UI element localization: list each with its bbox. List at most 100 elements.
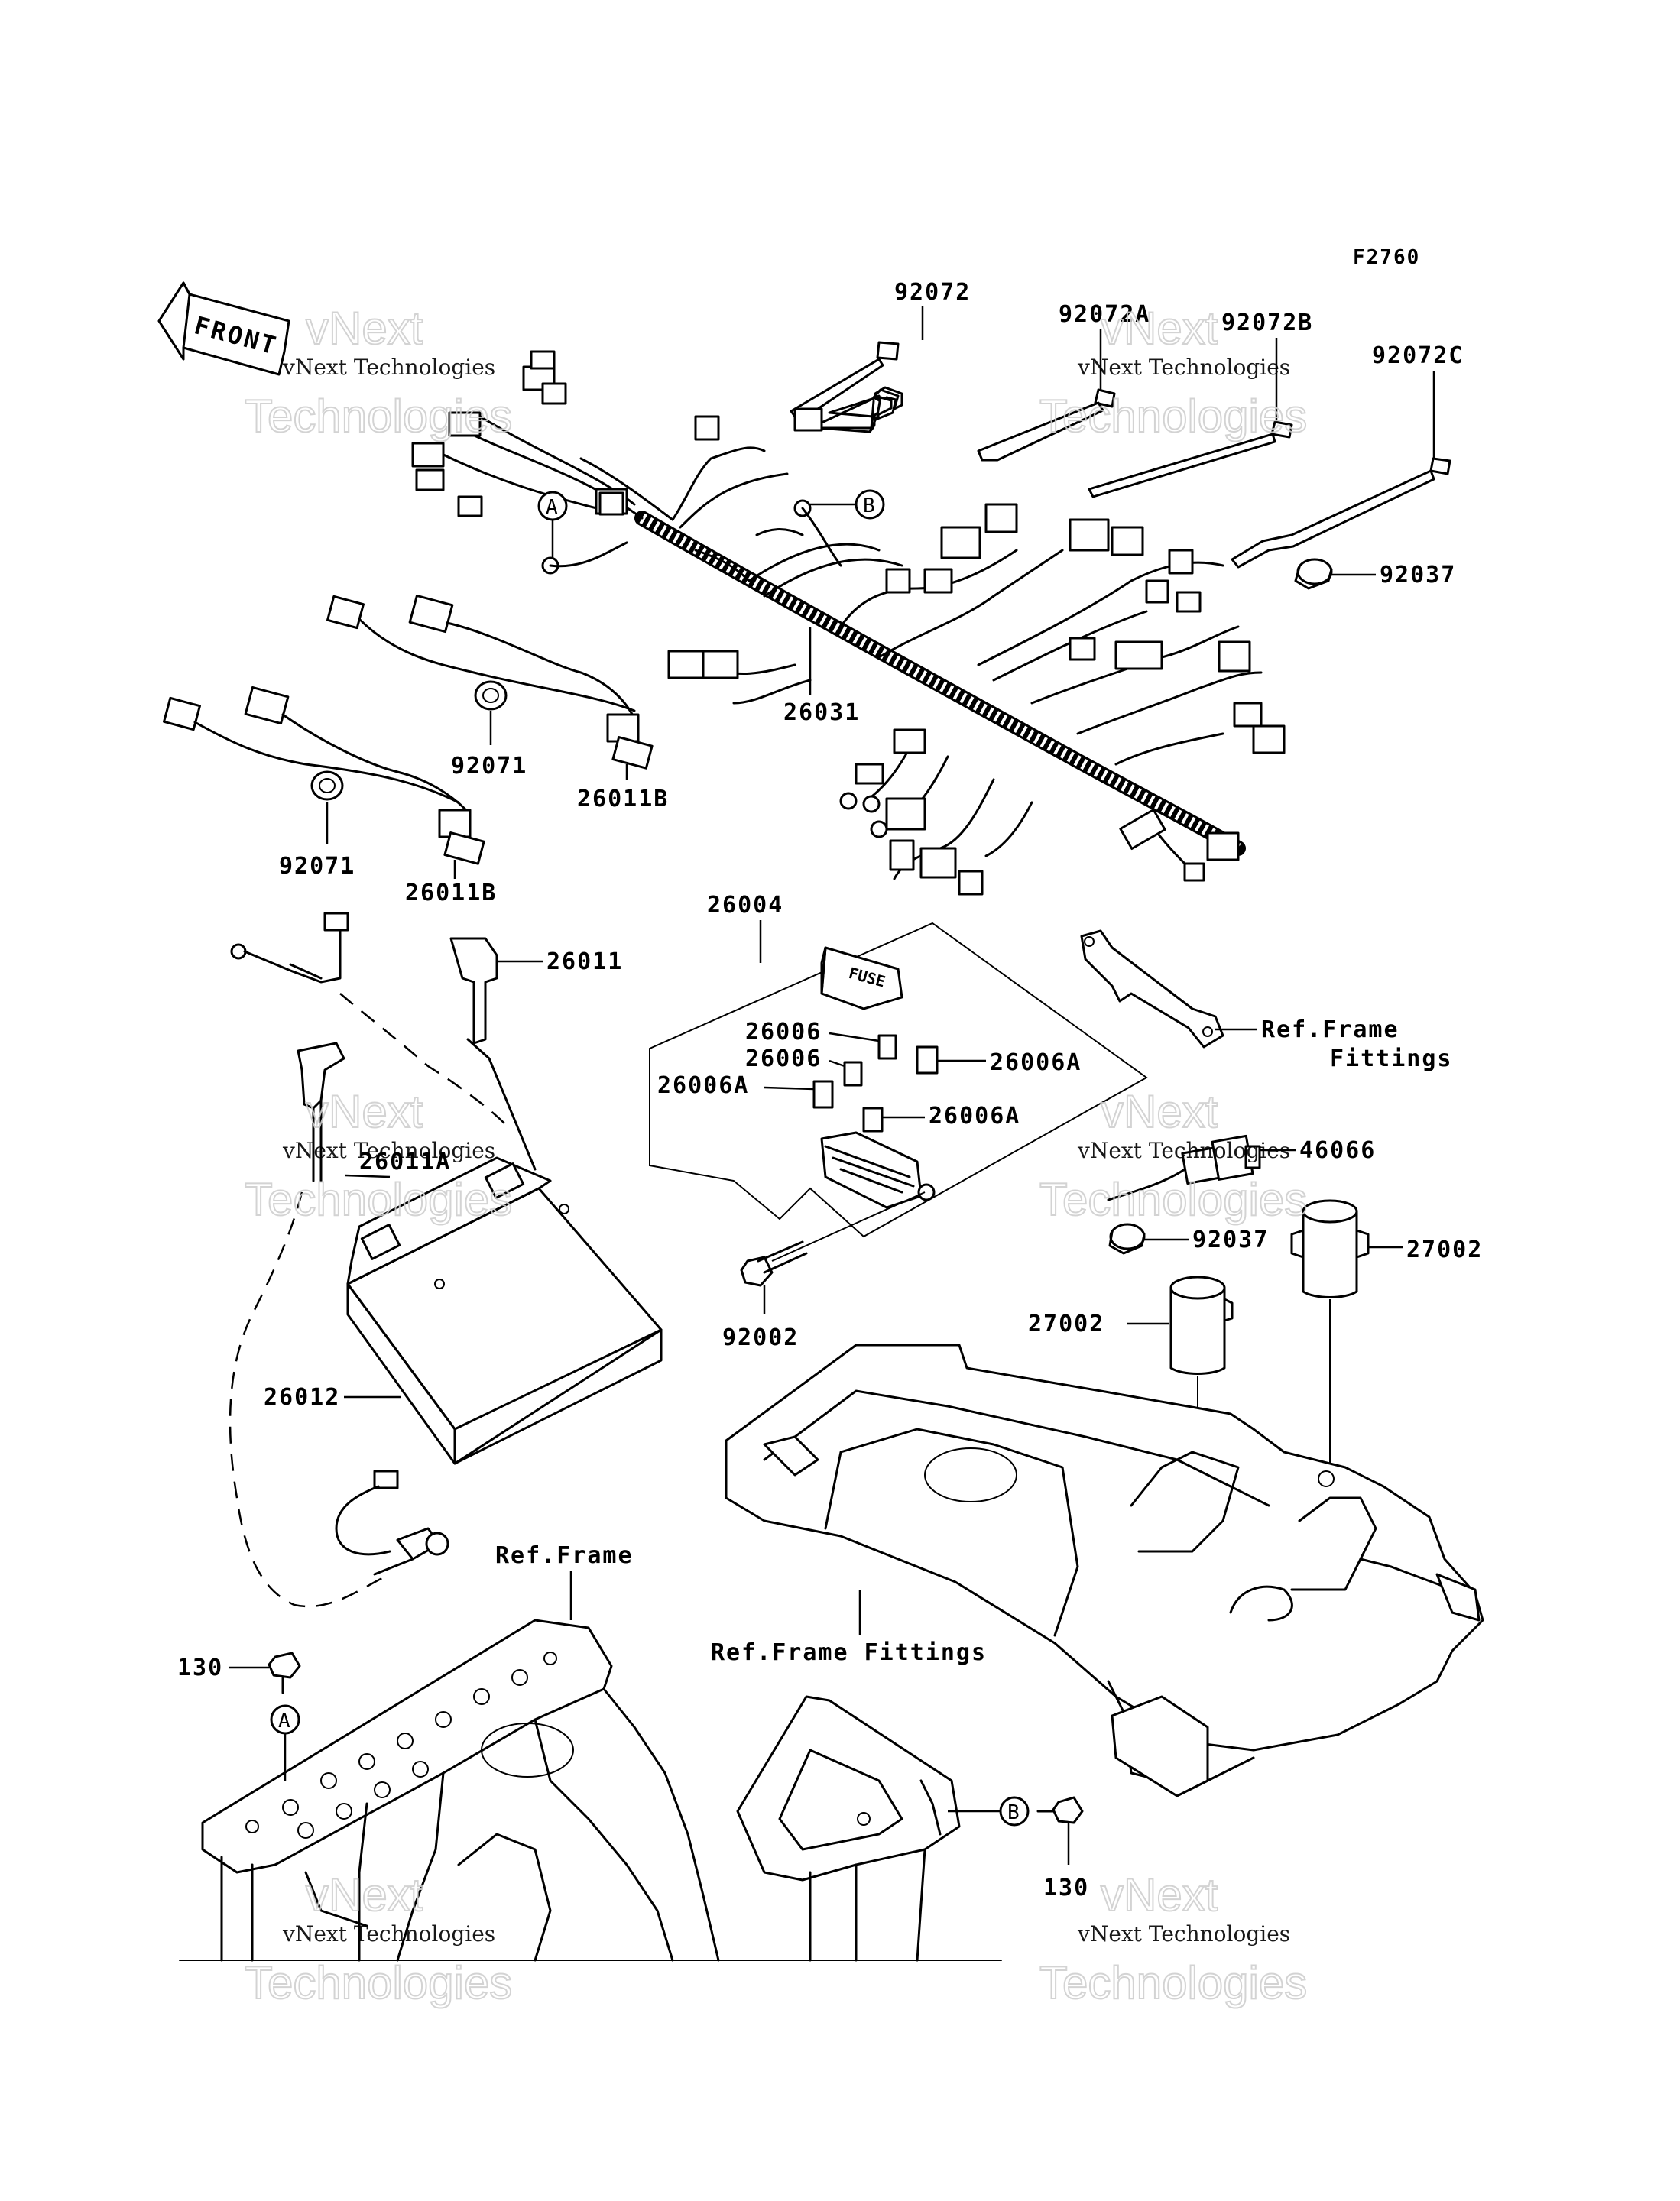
svg-text:Technologies: Technologies (1039, 391, 1307, 442)
svg-text:Technologies: Technologies (1039, 1174, 1307, 1225)
leader-26006-b (829, 1059, 845, 1068)
label-26006A-a: 26006A (990, 1049, 1082, 1076)
svg-text:vNext: vNext (306, 1086, 423, 1137)
label-ref-frame-fittings-1: Ref.Frame (1261, 1016, 1399, 1043)
svg-text:vNext Technologies: vNext Technologies (282, 1921, 495, 1947)
sub-harness-26011B-lower (163, 686, 485, 865)
svg-text:vNext: vNext (1101, 1086, 1218, 1137)
watermark-top-left: vNext vNext Technologies Technologies (244, 302, 513, 442)
battery-cable-26011 (449, 937, 537, 1171)
watermark-top-right: vNext vNext Technologies Technologies (1039, 302, 1308, 442)
svg-text:vNext Technologies: vNext Technologies (1077, 355, 1290, 380)
fuse-box-holder (820, 1131, 936, 1209)
socket-27002-right (1290, 1199, 1370, 1298)
label-130-right: 130 (1043, 1875, 1089, 1901)
label-92071-lower: 92071 (279, 853, 355, 880)
svg-text:A: A (278, 1710, 290, 1733)
bolt-130-right (1036, 1796, 1084, 1824)
label-26004: 26004 (707, 892, 783, 919)
grommet-92071-upper (474, 680, 508, 711)
label-92072: 92072 (894, 279, 971, 306)
label-92037-top: 92037 (1380, 562, 1456, 588)
cable-tie-92072B (1088, 420, 1293, 498)
front-arrow-icon: FRONT (157, 281, 290, 376)
watermark-bottom-left: vNext vNext Technologies Technologies (244, 1869, 513, 2009)
label-92037-mid: 92037 (1192, 1227, 1269, 1253)
svg-text:vNext Technologies: vNext Technologies (282, 355, 495, 380)
socket-27002-left (1169, 1276, 1234, 1375)
svg-text:Technologies: Technologies (1039, 1957, 1307, 2008)
label-ref-frame-fittings-2: Fittings (1330, 1045, 1453, 1072)
rear-frame-bracket (736, 1695, 961, 1962)
callout-b-bottom: B (948, 1796, 1030, 1827)
label-26006-a: 26006 (745, 1019, 822, 1045)
clamp-92037-top (1294, 558, 1333, 590)
label-26012: 26012 (264, 1384, 340, 1411)
svg-text:Technologies: Technologies (245, 1174, 512, 1225)
relay-46066 (1107, 1134, 1261, 1201)
fuse-26006-a (877, 1034, 897, 1060)
fuse-26006A-a (916, 1045, 939, 1075)
clamp-92037-mid (1108, 1223, 1146, 1255)
label-26031: 26031 (783, 699, 860, 726)
main-harness-26031 (411, 350, 1286, 896)
tray-frame-fittings (725, 1344, 1484, 1797)
label-46066: 46066 (1299, 1137, 1376, 1164)
fuse-26006A-b (812, 1080, 834, 1109)
leader-26006A-b (764, 1086, 815, 1091)
bolt-130-left (268, 1652, 301, 1694)
label-ref-frame: Ref.Frame (495, 1542, 634, 1569)
fuse-26006-b (843, 1061, 863, 1087)
label-26011B-upper: 26011B (577, 786, 669, 812)
svg-text:A: A (546, 496, 558, 519)
label-92072C: 92072C (1372, 342, 1464, 369)
connector (448, 411, 482, 437)
label-92002: 92002 (722, 1324, 799, 1351)
label-ref-frame-fittings-bottom: Ref.Frame Fittings (711, 1639, 987, 1666)
frame-structure (179, 1619, 1002, 1962)
callout-b-top: B (810, 489, 885, 520)
tie-92072-shape (816, 396, 893, 433)
label-92071-upper: 92071 (451, 753, 527, 780)
fuse-cover: FUSE (820, 946, 903, 1010)
label-130-left: 130 (177, 1655, 223, 1681)
label-26006-b: 26006 (745, 1045, 822, 1072)
leader-26006-a (829, 1032, 880, 1042)
battery-26012 (346, 1156, 663, 1465)
svg-text:vNext: vNext (306, 303, 423, 354)
label-26011A: 26011A (359, 1149, 451, 1175)
ground-wire-a (549, 541, 628, 568)
watermark-mid-left: vNext vNext Technologies Technologies (244, 1085, 513, 1226)
sub-harness-26011B-upper (326, 594, 654, 770)
battery-cable-26011A (297, 1042, 345, 1182)
ground-wire-b (801, 507, 842, 567)
bolt-axis-line (771, 1191, 926, 1262)
label-26006A-b: 26006A (657, 1072, 749, 1099)
dashed-link-bottom (229, 1191, 383, 1608)
cable-tie-92072C (1231, 457, 1451, 569)
svg-text:vNext Technologies: vNext Technologies (1077, 1921, 1290, 1947)
svg-text:Technologies: Technologies (245, 391, 512, 442)
figure-code: F2760 (1353, 246, 1420, 269)
label-26011: 26011 (546, 948, 623, 975)
label-27002-right: 27002 (1406, 1237, 1483, 1263)
callout-a-bottom: A (270, 1704, 300, 1781)
svg-text:B: B (863, 494, 875, 517)
grommet-92071-lower (310, 770, 344, 801)
fuse-group-outline (649, 922, 1148, 1238)
fuse-26006A-c (862, 1107, 884, 1133)
label-26006A-c: 26006A (929, 1103, 1020, 1130)
frame-fitting-bracket (1080, 929, 1224, 1049)
svg-text:Technologies: Technologies (245, 1957, 512, 2008)
svg-text:vNext Technologies: vNext Technologies (1077, 1138, 1290, 1163)
svg-text:vNext: vNext (1101, 1869, 1218, 1921)
ground-cable-upper (230, 912, 349, 984)
callout-a-top: A (537, 491, 568, 558)
battery-sensor-cable (335, 1470, 449, 1576)
leader-26011A (345, 1174, 391, 1178)
cable-tie-92072A (977, 388, 1116, 462)
label-27002-left: 27002 (1028, 1311, 1104, 1337)
bolt-92002 (740, 1240, 808, 1287)
watermark-bottom-right: vNext vNext Technologies Technologies (1039, 1869, 1308, 2009)
